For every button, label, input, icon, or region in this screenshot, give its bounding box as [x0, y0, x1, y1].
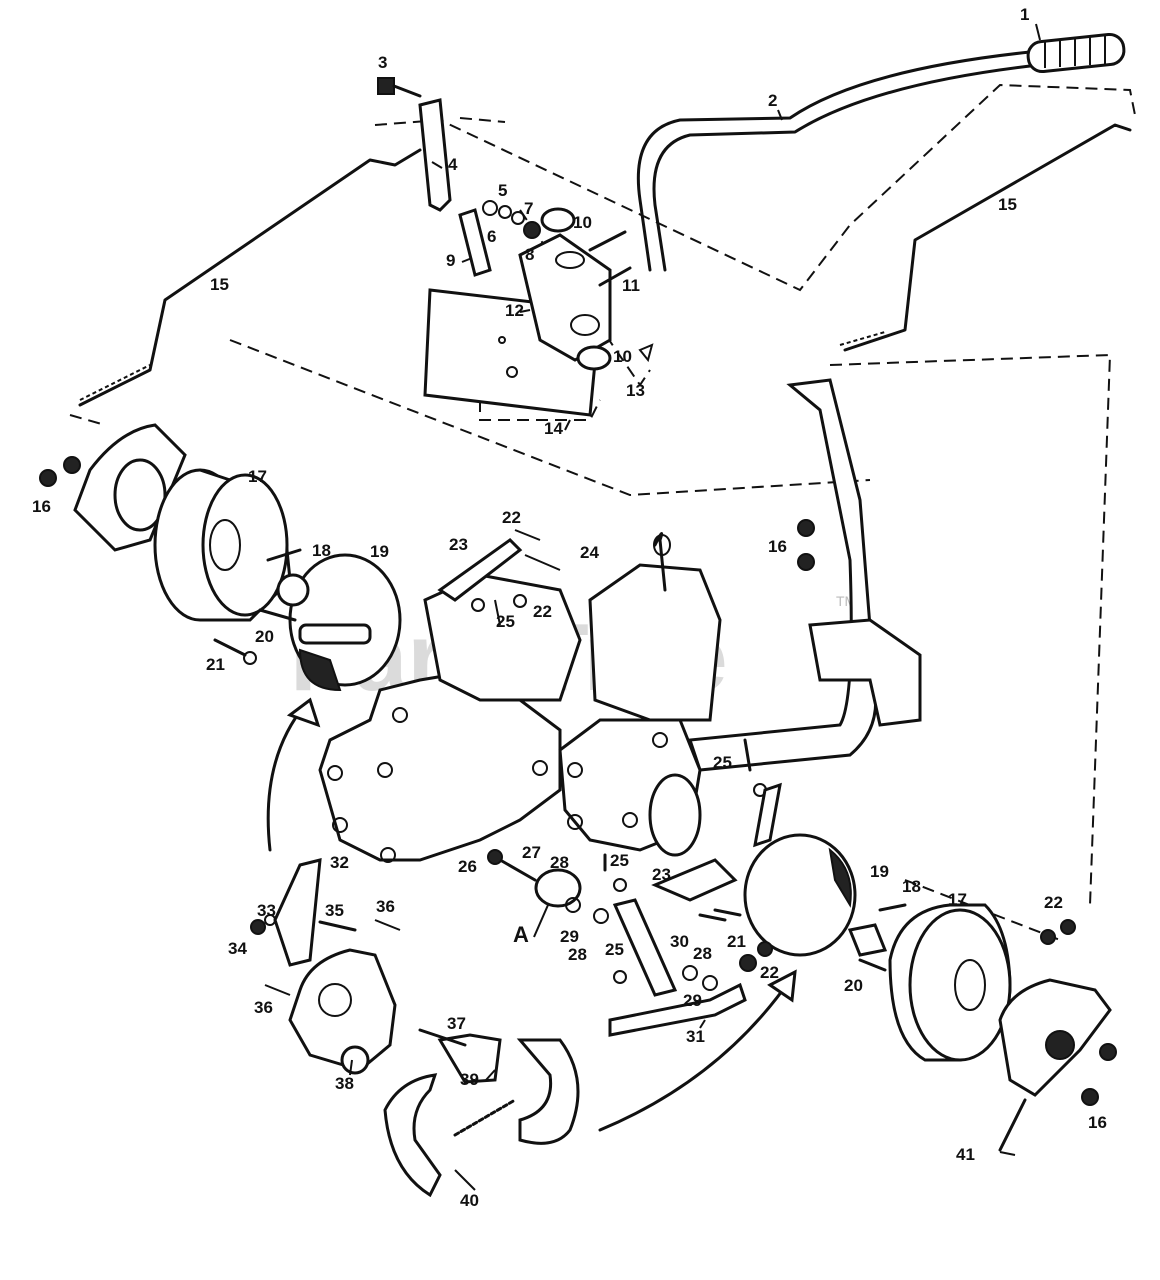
callout-36-upper: 36: [376, 897, 395, 916]
callout-labels: 1 2 3 4 5 6 7 8 9 10 10 11 12 13 14 15 1…: [32, 5, 1107, 1210]
callout-7-upper: 7: [524, 199, 533, 218]
part-37: [437, 1033, 502, 1084]
callout-5: 5: [498, 181, 507, 200]
wheel-left: [153, 468, 292, 622]
callout-9: 9: [446, 251, 455, 270]
callout-17-left: 17: [248, 467, 267, 486]
callout-22-mid: 22: [533, 602, 552, 621]
callout-41: 41: [956, 1145, 975, 1164]
callout-30: 30: [670, 932, 689, 951]
pin-9: [458, 208, 492, 277]
pin-25-right: [743, 738, 752, 772]
callout-28-right: 28: [693, 944, 712, 963]
callout-17-right: 17: [948, 890, 967, 909]
bracket-12: [518, 233, 612, 362]
callout-15-left: 15: [210, 275, 229, 294]
callout-4: 4: [448, 155, 458, 174]
wheel-right: [888, 903, 1012, 1062]
callout-28-upper: 28: [550, 853, 569, 872]
callout-31: 31: [686, 1027, 705, 1046]
arrow-left: [266, 703, 307, 852]
callout-22-right: 22: [1044, 893, 1063, 912]
callout-8: 8: [525, 245, 534, 264]
bracket-32: [273, 858, 322, 967]
callout-29-left: 29: [560, 927, 579, 946]
callout-29-right: 29: [683, 991, 702, 1010]
rod-31: [608, 982, 747, 1037]
callout-40: 40: [460, 1191, 479, 1210]
callout-37: 37: [447, 1014, 466, 1033]
rod-left: [78, 148, 422, 407]
callout-25-center: 25: [610, 851, 629, 870]
bracket-arm: [418, 98, 452, 212]
bolt-3: [377, 77, 422, 98]
transmission-housing: [318, 532, 722, 863]
callout-35: 35: [325, 901, 344, 920]
view-marker-a: A: [513, 922, 529, 947]
callout-19-left: 19: [370, 542, 389, 561]
callout-14: 14: [544, 419, 563, 438]
callout-34: 34: [228, 939, 247, 958]
callout-3: 3: [378, 53, 387, 72]
callout-6: 6: [487, 227, 496, 246]
disc-28: [534, 868, 582, 908]
callout-12: 12: [505, 301, 524, 320]
callout-16-left: 16: [32, 497, 51, 516]
callout-21-right: 21: [727, 932, 746, 951]
leader-lines: [349, 23, 1041, 1191]
lever-30: [612, 898, 678, 997]
callout-25-right: 25: [713, 753, 732, 772]
frame-bracket: [808, 618, 922, 727]
callout-39: 39: [460, 1070, 479, 1089]
callout-33: 33: [257, 901, 276, 920]
callout-22-top: 22: [502, 508, 521, 527]
callout-23-upper: 23: [449, 535, 468, 554]
callout-20-left: 20: [255, 627, 274, 646]
callout-23-lower: 23: [652, 865, 671, 884]
callout-19-right: 19: [870, 862, 889, 881]
callout-38: 38: [335, 1074, 354, 1093]
bolt-41: [998, 1098, 1027, 1152]
bracket-23: [437, 538, 523, 602]
callout-25-upper: 25: [496, 612, 515, 631]
callout-20-right: 20: [844, 976, 863, 995]
brake-shoes-40: [383, 1038, 580, 1198]
arrow-right: [598, 978, 792, 1132]
brake-assembly-right: [743, 833, 857, 957]
callout-32: 32: [330, 853, 349, 872]
callout-26: 26: [458, 857, 477, 876]
callout-18-left: 18: [312, 541, 331, 560]
callout-25-lower: 25: [605, 940, 624, 959]
callout-18-right: 18: [902, 877, 921, 896]
backing-plate-38: [288, 948, 397, 1075]
handle-bar: [636, 32, 1126, 272]
callout-21-left: 21: [206, 655, 225, 674]
callout-13: 13: [626, 381, 645, 400]
callout-27: 27: [522, 843, 541, 862]
frame-bar: [687, 378, 878, 772]
callout-24: 24: [580, 543, 599, 562]
callout-22-lower: 22: [760, 963, 779, 982]
callout-28-lower: 28: [568, 945, 587, 964]
rod-right: [843, 123, 1132, 352]
callout-10-lower: 10: [613, 347, 632, 366]
hub-plate-right: [998, 978, 1117, 1106]
callout-16-right: 16: [1088, 1113, 1107, 1132]
callout-16-mid: 16: [768, 537, 787, 556]
callout-1: 1: [1020, 5, 1029, 24]
bracket-23-lower: [651, 858, 738, 902]
callout-15-right: 15: [998, 195, 1017, 214]
callout-11: 11: [622, 276, 640, 295]
callout-36-lower: 36: [254, 998, 273, 1017]
callout-2: 2: [768, 91, 777, 110]
callout-10-upper: 10: [573, 213, 592, 232]
brake-assembly-left: [288, 553, 402, 692]
